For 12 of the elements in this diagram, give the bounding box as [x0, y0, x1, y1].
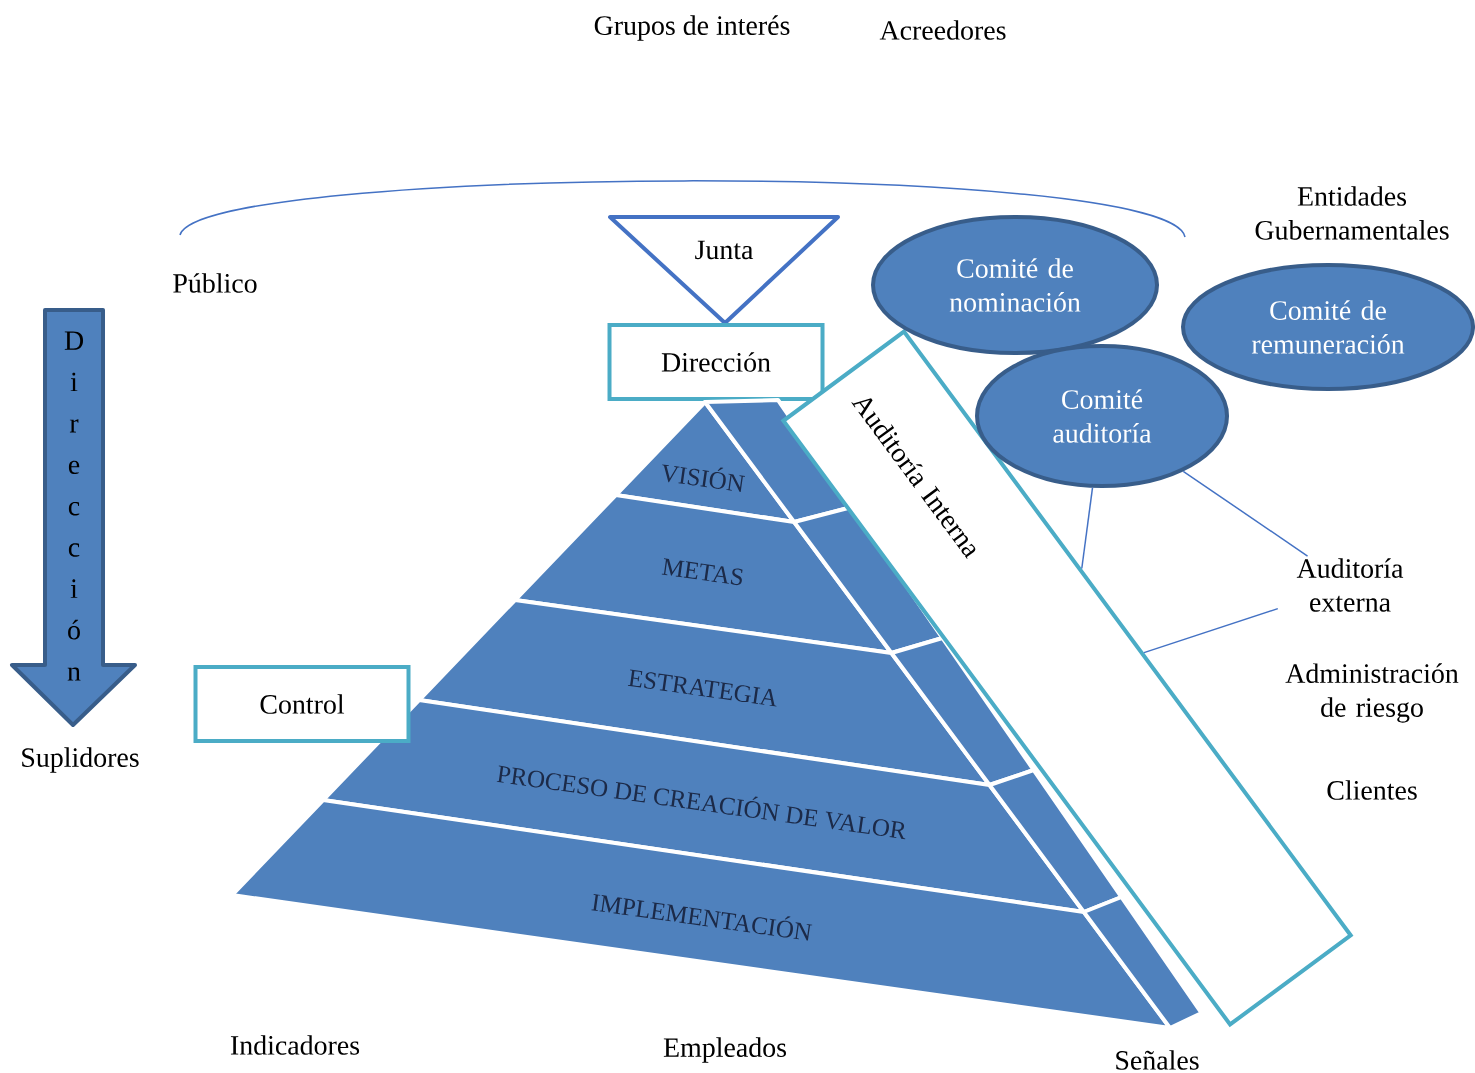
leader-line: [1143, 607, 1279, 654]
label: Señales: [1116, 1050, 1199, 1070]
triangle: Junta: [608, 215, 840, 325]
label: Grupos de interés: [594, 15, 790, 41]
label: Empleados: [663, 1037, 786, 1063]
text-box: Dirección: [607, 323, 825, 401]
label: Suplidores: [22, 747, 139, 773]
leader-line: [1182, 470, 1309, 557]
label: Acreedores: [879, 20, 1006, 40]
leader-line: [1081, 487, 1094, 570]
text-box: Control: [193, 665, 411, 743]
label: Público: [173, 273, 257, 293]
